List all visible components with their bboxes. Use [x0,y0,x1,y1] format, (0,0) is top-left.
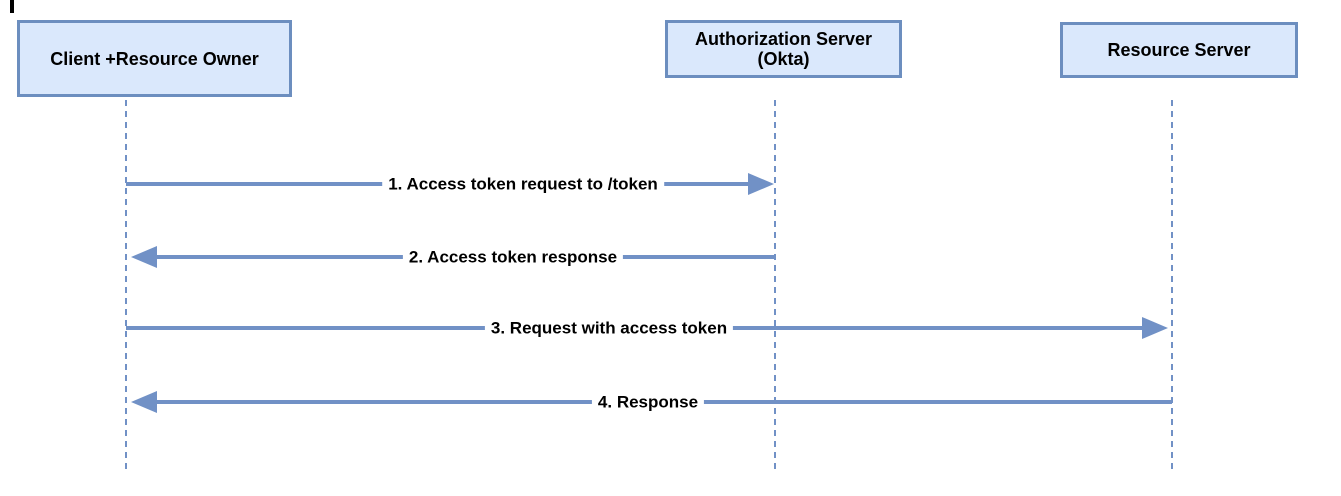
lifeline-client-resource-owner [125,100,127,473]
actor-label-resource-server: Resource Server [1107,40,1251,60]
message-1-arrowhead-icon [748,173,774,195]
message-2-label: 2. Access token response [402,246,624,268]
message-2-arrowhead-icon [131,246,157,268]
message-1-label: 1. Access token request to /token [382,173,664,195]
actor-box-authorization-server: Authorization Server (Okta) [665,20,902,78]
message-3-arrowhead-icon [1142,317,1168,339]
actor-label-client-resource-owner: Client +Resource Owner [50,48,259,69]
actor-box-resource-server: Resource Server [1060,22,1298,78]
message-3-label: 3. Request with access token [484,317,734,339]
actor-label-authorization-server: Authorization Server (Okta) [694,29,873,69]
message-4-arrowhead-icon [131,391,157,413]
actor-box-client-resource-owner: Client +Resource Owner [17,20,292,97]
message-4-label: 4. Response [591,391,705,413]
lifeline-resource-server [1171,100,1173,473]
stray-mark [10,0,14,13]
lifeline-authorization-server [774,100,776,473]
